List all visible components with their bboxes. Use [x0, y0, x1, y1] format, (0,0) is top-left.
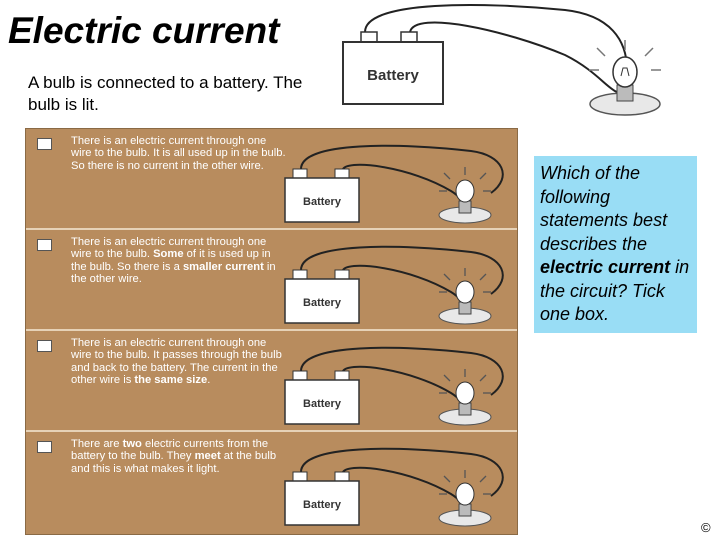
text-run: electric current	[540, 257, 671, 277]
wire-top	[300, 346, 504, 396]
battery-body	[284, 177, 360, 223]
option-1: There is an electric current through one…	[26, 129, 517, 230]
bulb-ray	[479, 273, 487, 281]
battery-terminal-right	[334, 168, 350, 179]
bulb-socket	[458, 200, 472, 214]
text-run: two	[122, 438, 142, 450]
battery-label: Battery	[303, 297, 342, 309]
hero-battery-body	[342, 41, 444, 105]
bulb-ray	[479, 172, 487, 180]
bulb-glass	[455, 280, 475, 304]
bulb-ray	[479, 374, 487, 382]
text-run: smaller current	[182, 260, 264, 273]
option-4-circuit-diagram: Battery	[284, 447, 504, 527]
battery-terminal-left	[292, 471, 308, 482]
bulb-glass	[455, 381, 475, 405]
intro-text: A bulb is connected to a battery. The bu…	[28, 73, 303, 114]
option-1-text: There is an electric current through one…	[71, 135, 286, 172]
bulb-ray	[479, 475, 487, 483]
text-run: There is an electric current through one…	[71, 337, 282, 386]
bulb-socket	[458, 503, 472, 517]
battery-terminal-left	[292, 269, 308, 280]
battery-body	[284, 379, 360, 425]
text-run: electric currents from the battery to th…	[71, 438, 269, 463]
wire-bottom	[342, 163, 466, 208]
hero-wire-top	[364, 4, 628, 71]
option-1-circuit-diagram: Battery	[284, 144, 504, 224]
text-run: the same size	[134, 373, 208, 386]
battery-terminal-right	[334, 370, 350, 381]
text-run: There is an electric current through one…	[71, 236, 267, 261]
bulb-socket	[458, 402, 472, 416]
option-3: There is an electric current through one…	[26, 331, 517, 432]
battery-label: Battery	[303, 398, 342, 410]
text-run: Which of the following statements best d…	[540, 163, 668, 254]
option-4-checkbox[interactable]	[37, 441, 52, 453]
hero-battery-terminal-right	[400, 31, 418, 43]
option-2: There is an electric current through one…	[26, 230, 517, 331]
text-run: in the circuit? Tick one box.	[540, 257, 690, 324]
wire-top	[300, 245, 504, 295]
hero-battery-terminal-left	[360, 31, 378, 43]
hero-battery-label: Battery	[367, 67, 419, 84]
text-run: Some	[153, 248, 184, 261]
text-run: in the other wire.	[71, 260, 276, 285]
battery-terminal-right	[334, 471, 350, 482]
battery-terminal-left	[292, 370, 308, 381]
wire-bottom	[342, 365, 466, 410]
text-run: at the bulb and this is what makes it li…	[71, 450, 277, 475]
battery-terminal-left	[292, 168, 308, 179]
bulb-ray	[443, 273, 451, 281]
text-run: .	[207, 373, 211, 386]
bulb-ray	[443, 172, 451, 180]
wire-bottom	[342, 264, 466, 309]
text-run: There are	[71, 438, 123, 450]
text-run: There is an electric current through one…	[71, 135, 286, 172]
option-4-text: There are two electric currents from the…	[71, 438, 286, 475]
battery-body	[284, 480, 360, 526]
hero-bulb-icon	[589, 40, 661, 116]
battery-body	[284, 278, 360, 324]
wire-top	[300, 447, 504, 497]
wire-bottom	[342, 466, 466, 511]
battery-terminal-right	[334, 269, 350, 280]
wire-top	[300, 144, 504, 194]
copyright-mark: ©	[701, 520, 711, 535]
option-3-circuit-diagram: Battery	[284, 346, 504, 426]
bulb-ray	[443, 475, 451, 483]
option-3-text: There is an electric current through one…	[71, 337, 286, 386]
bulb-glass	[455, 482, 475, 506]
text-run: meet	[194, 450, 221, 463]
bulb-socket	[458, 301, 472, 315]
option-4: There are two electric currents from the…	[26, 432, 517, 534]
bulb-ray	[443, 374, 451, 382]
battery-label: Battery	[303, 196, 342, 208]
option-2-circuit-diagram: Battery	[284, 245, 504, 325]
option-3-checkbox[interactable]	[37, 340, 52, 352]
option-2-text: There is an electric current through one…	[71, 236, 286, 285]
option-2-checkbox[interactable]	[37, 239, 52, 251]
hero-circuit-diagram: Battery	[342, 4, 661, 116]
answer-options-panel: There is an electric current through one…	[25, 128, 518, 535]
page-title: Electric current	[8, 10, 280, 51]
text-run: of it is used up in the bulb. So there i…	[71, 248, 271, 273]
hero-wire-bottom	[409, 21, 618, 93]
bulb-glass	[455, 179, 475, 203]
option-1-checkbox[interactable]	[37, 138, 52, 150]
question-box: Which of the following statements best d…	[534, 156, 697, 333]
battery-label: Battery	[303, 499, 342, 511]
